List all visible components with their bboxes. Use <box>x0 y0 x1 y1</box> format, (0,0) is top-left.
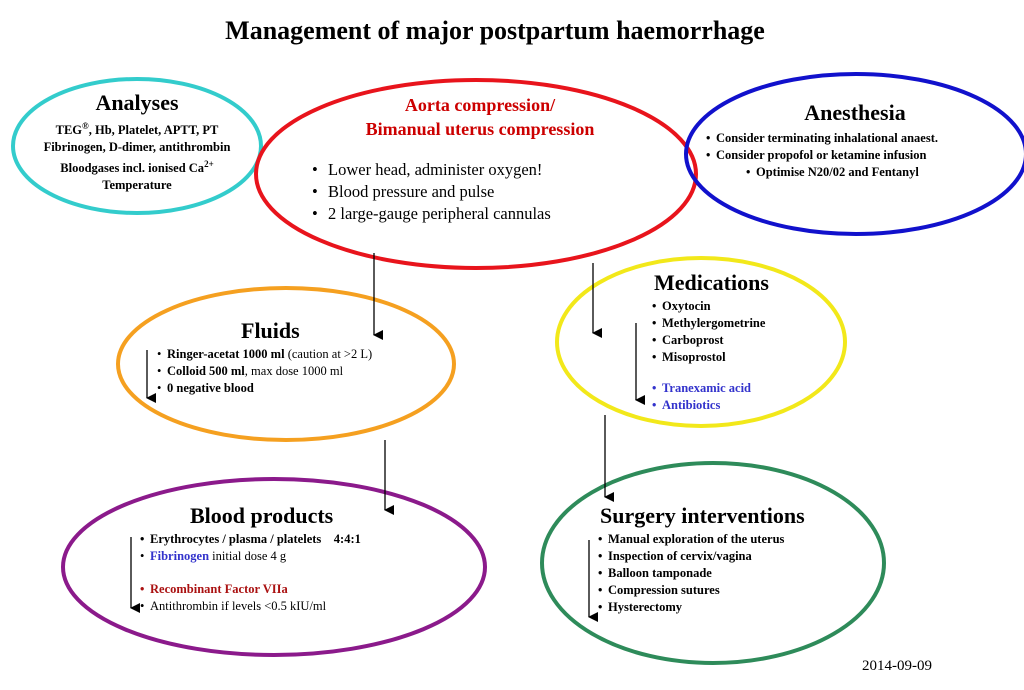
list-item: •Colloid 500 ml, max dose 1000 ml <box>157 364 344 378</box>
medications-heading: Medications <box>654 270 769 295</box>
date-stamp: 2014-09-09 <box>862 658 932 674</box>
anesthesia-heading: Anesthesia <box>804 100 906 125</box>
aorta-ellipse <box>254 78 698 270</box>
list-item: •0 negative blood <box>157 381 254 395</box>
aorta-list: •Lower head, administer oxygen! •Blood p… <box>312 159 670 225</box>
medications-ellipse <box>555 256 847 428</box>
fluids-heading: Fluids <box>241 318 300 343</box>
list-item: •Optimise N20/02 and Fentanyl <box>746 165 919 179</box>
blood-products-list: •Erythrocytes / plasma / platelets 4:4:1… <box>140 531 430 615</box>
blood-products-node: Blood products •Erythrocytes / plasma / … <box>140 503 430 615</box>
list-item: •Antibiotics <box>652 398 721 412</box>
medications-list: •Oxytocin •Methylergometrine •Carboprost… <box>652 298 860 414</box>
analyses-line-2: Fibrinogen, D-dimer, antithrombin <box>43 140 231 155</box>
analyses-line-3: Bloodgases incl. ionised Ca2+ <box>60 159 214 176</box>
list-item: •Manual exploration of the uterus <box>598 532 785 546</box>
analyses-heading: Analyses <box>95 90 179 115</box>
list-item: •Erythrocytes / plasma / platelets 4:4:1 <box>140 532 361 546</box>
spacer <box>652 366 860 380</box>
list-item: •Methylergometrine <box>652 316 766 330</box>
surgery-heading: Surgery interventions <box>600 503 805 528</box>
aorta-heading-line-1: Aorta compression/ <box>404 95 556 115</box>
list-item: •2 large-gauge peripheral cannulas <box>312 204 551 223</box>
fluids-node: Fluids •Ringer-acetat 1000 ml (caution a… <box>155 318 455 397</box>
surgery-list: •Manual exploration of the uterus •Inspe… <box>598 531 858 616</box>
analyses-ellipse <box>11 77 263 215</box>
list-item: •Blood pressure and pulse <box>312 182 495 201</box>
list-item: •Oxytocin <box>652 299 711 313</box>
list-item: •Consider terminating inhalational anaes… <box>706 131 939 145</box>
fluids-ellipse <box>116 286 456 442</box>
page-title: Management of major postpartum haemorrha… <box>225 16 765 45</box>
list-item: •Inspection of cervix/vagina <box>598 549 752 563</box>
spacer <box>140 565 430 581</box>
list-item: •Misoprostol <box>652 350 726 364</box>
aorta-heading-line-2: Bimanual uterus compression <box>365 119 595 139</box>
list-item: •Balloon tamponade <box>598 566 712 580</box>
fluids-list: •Ringer-acetat 1000 ml (caution at >2 L)… <box>157 346 455 397</box>
surgery-ellipse <box>540 461 886 665</box>
analyses-line-1: TEG®, Hb, Platelet, APTT, PT <box>55 121 219 138</box>
list-item: •Consider propofol or ketamine infusion <box>706 148 927 162</box>
list-item: •Tranexamic acid <box>652 381 751 395</box>
list-item: •Ringer-acetat 1000 ml (caution at >2 L) <box>157 347 373 361</box>
anesthesia-node: Anesthesia •Consider terminating inhalat… <box>700 100 1010 181</box>
analyses-line-4: Temperature <box>102 178 172 193</box>
aorta-node: Aorta compression/ Bimanual uterus compr… <box>290 93 670 225</box>
anesthesia-ellipse <box>684 72 1024 236</box>
medications-node: Medications •Oxytocin •Methylergometrine… <box>640 270 860 414</box>
list-item: •Lower head, administer oxygen! <box>312 160 543 179</box>
blood-ellipse <box>61 477 487 657</box>
list-item: •Fibrinogen initial dose 4 g <box>140 549 287 563</box>
analyses-node: Analyses TEG®, Hb, Platelet, APTT, PT Fi… <box>12 90 262 194</box>
blood-products-heading: Blood products <box>190 503 334 528</box>
surgery-node: Surgery interventions •Manual exploratio… <box>598 503 858 616</box>
list-item: •Antithrombin if levels <0.5 kIU/ml <box>140 599 327 613</box>
list-item: •Recombinant Factor VIIa <box>140 582 288 596</box>
list-item: •Compression sutures <box>598 583 720 597</box>
anesthesia-list: •Consider terminating inhalational anaes… <box>706 130 1010 181</box>
list-item: •Hysterectomy <box>598 600 683 614</box>
list-item: •Carboprost <box>652 333 724 347</box>
